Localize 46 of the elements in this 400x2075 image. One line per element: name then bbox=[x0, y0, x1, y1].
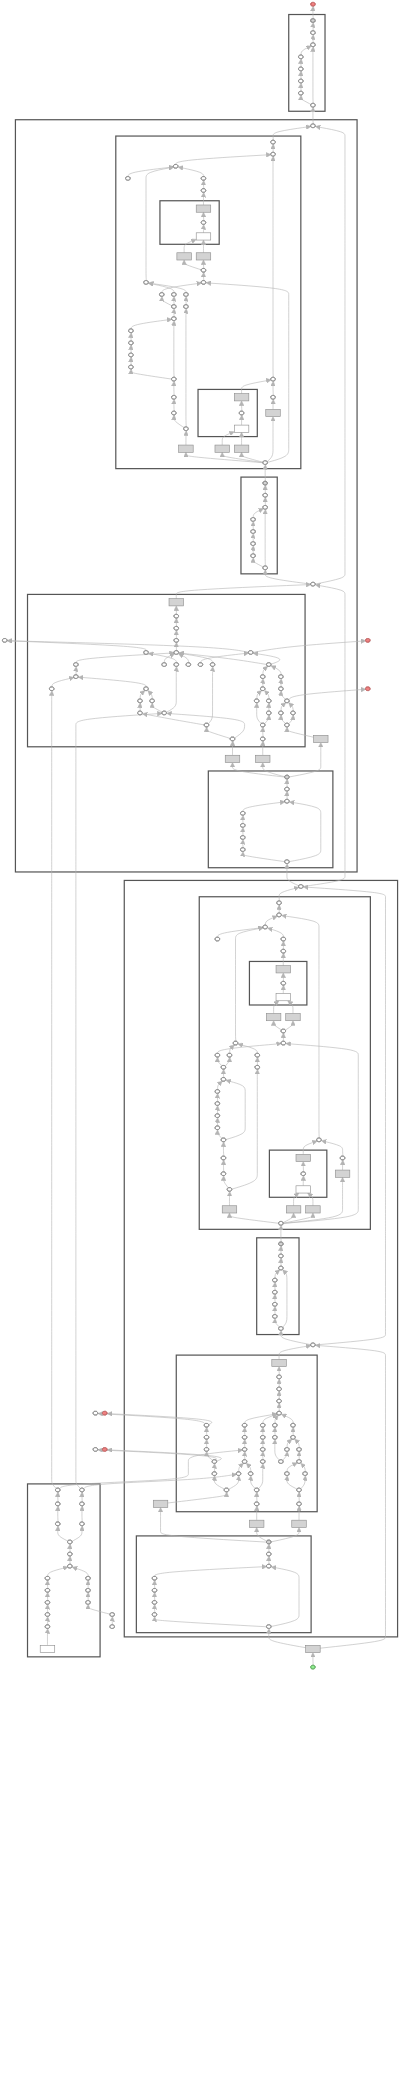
node-box bbox=[224, 754, 241, 763]
node-box bbox=[168, 598, 184, 607]
node-box bbox=[335, 1169, 351, 1178]
cluster bbox=[123, 879, 399, 1638]
cluster bbox=[135, 1535, 312, 1634]
cluster bbox=[268, 1149, 328, 1198]
cluster bbox=[175, 1354, 318, 1513]
cluster bbox=[248, 960, 308, 1006]
node-box bbox=[176, 252, 192, 261]
node-box bbox=[234, 424, 250, 433]
cluster bbox=[115, 135, 302, 470]
node-box bbox=[295, 1154, 311, 1162]
node-box bbox=[271, 1359, 287, 1367]
node-box bbox=[153, 1499, 169, 1508]
node-box bbox=[221, 1205, 238, 1214]
cluster bbox=[26, 1483, 101, 1658]
cluster bbox=[14, 119, 358, 873]
cluster bbox=[256, 1237, 300, 1336]
node-box bbox=[234, 393, 250, 402]
node-box bbox=[234, 444, 250, 453]
cluster bbox=[159, 200, 220, 245]
cluster bbox=[198, 896, 371, 1230]
cluster bbox=[197, 388, 258, 438]
node-box bbox=[266, 1013, 282, 1021]
node-box bbox=[39, 1645, 55, 1653]
node-box bbox=[286, 1205, 302, 1214]
node-box bbox=[295, 1185, 311, 1194]
node-box bbox=[305, 1645, 321, 1653]
node-box bbox=[291, 1519, 307, 1528]
node-box bbox=[275, 965, 291, 974]
node-box bbox=[305, 1205, 321, 1214]
cluster bbox=[26, 593, 306, 748]
node-box bbox=[214, 444, 230, 453]
node-box bbox=[265, 409, 281, 417]
node-box bbox=[285, 1013, 301, 1021]
cluster bbox=[207, 770, 334, 869]
cluster bbox=[240, 476, 278, 575]
node-box bbox=[249, 1519, 265, 1528]
node-box bbox=[313, 735, 329, 743]
node-box bbox=[195, 252, 212, 261]
node-box bbox=[178, 444, 194, 453]
node-box bbox=[195, 232, 212, 241]
node-box bbox=[255, 754, 271, 763]
node-box bbox=[195, 204, 212, 213]
node-box bbox=[275, 993, 291, 1002]
cluster bbox=[288, 13, 326, 112]
